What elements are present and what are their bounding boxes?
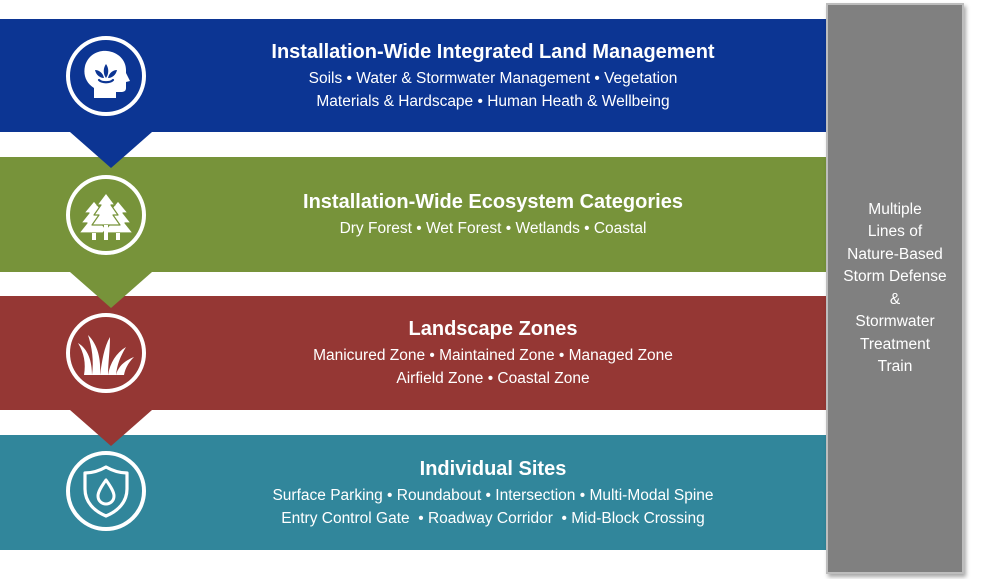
tier-text: Individual Sites Surface Parking • Round… [160,435,826,550]
sidebar-panel: Multiple Lines of Nature-Based Storm Def… [826,3,964,574]
tier-title: Installation-Wide Ecosystem Categories [303,191,683,213]
tier-connector-arrow [70,410,152,446]
tier-detail-line: Surface Parking • Roundabout • Intersect… [272,486,714,504]
tier-title: Installation-Wide Integrated Land Manage… [271,40,715,63]
tier-detail-line: Airfield Zone • Coastal Zone [396,370,590,387]
tier-connector-arrow [70,272,152,308]
sidebar-line: Stormwater [855,313,935,330]
sidebar-line: Multiple [868,200,922,218]
sidebar-line: Treatment [859,335,931,353]
tier-detail-line: Entry Control Gate • Roadway Corridor • … [281,509,705,527]
grass-icon [66,313,146,393]
tier-detail-line: Manicured Zone • Maintained Zone • Manag… [313,347,673,364]
sidebar-line: Train [877,358,913,375]
tier-connector-arrow [70,132,152,168]
sidebar-line: Nature-Based [847,245,943,263]
sidebar-line: Storm Defense [843,268,947,285]
sidebar-line: & [889,290,901,308]
shield-drop-icon [66,451,146,531]
tier-individual-sites: Individual Sites Surface Parking • Round… [0,435,826,550]
tier-text: Landscape Zones Manicured Zone • Maintai… [160,296,826,410]
tier-detail-line: Materials & Hardscape • Human Heath & We… [316,92,670,110]
head-leaf-icon [66,36,146,116]
tier-detail-line: Soils • Water & Stormwater Management • … [308,69,678,87]
tier-title: Landscape Zones [408,318,578,340]
tier-land-management: Installation-Wide Integrated Land Manage… [0,19,826,168]
tier-detail-line: Dry Forest • Wet Forest • Wetlands • Coa… [339,220,647,237]
sidebar-line: Lines of [867,223,923,240]
tier-title: Individual Sites [419,457,567,480]
trees-icon [66,175,146,255]
tier-text: Installation-Wide Ecosystem Categories D… [160,157,826,272]
tier-text: Installation-Wide Integrated Land Manage… [160,19,826,132]
